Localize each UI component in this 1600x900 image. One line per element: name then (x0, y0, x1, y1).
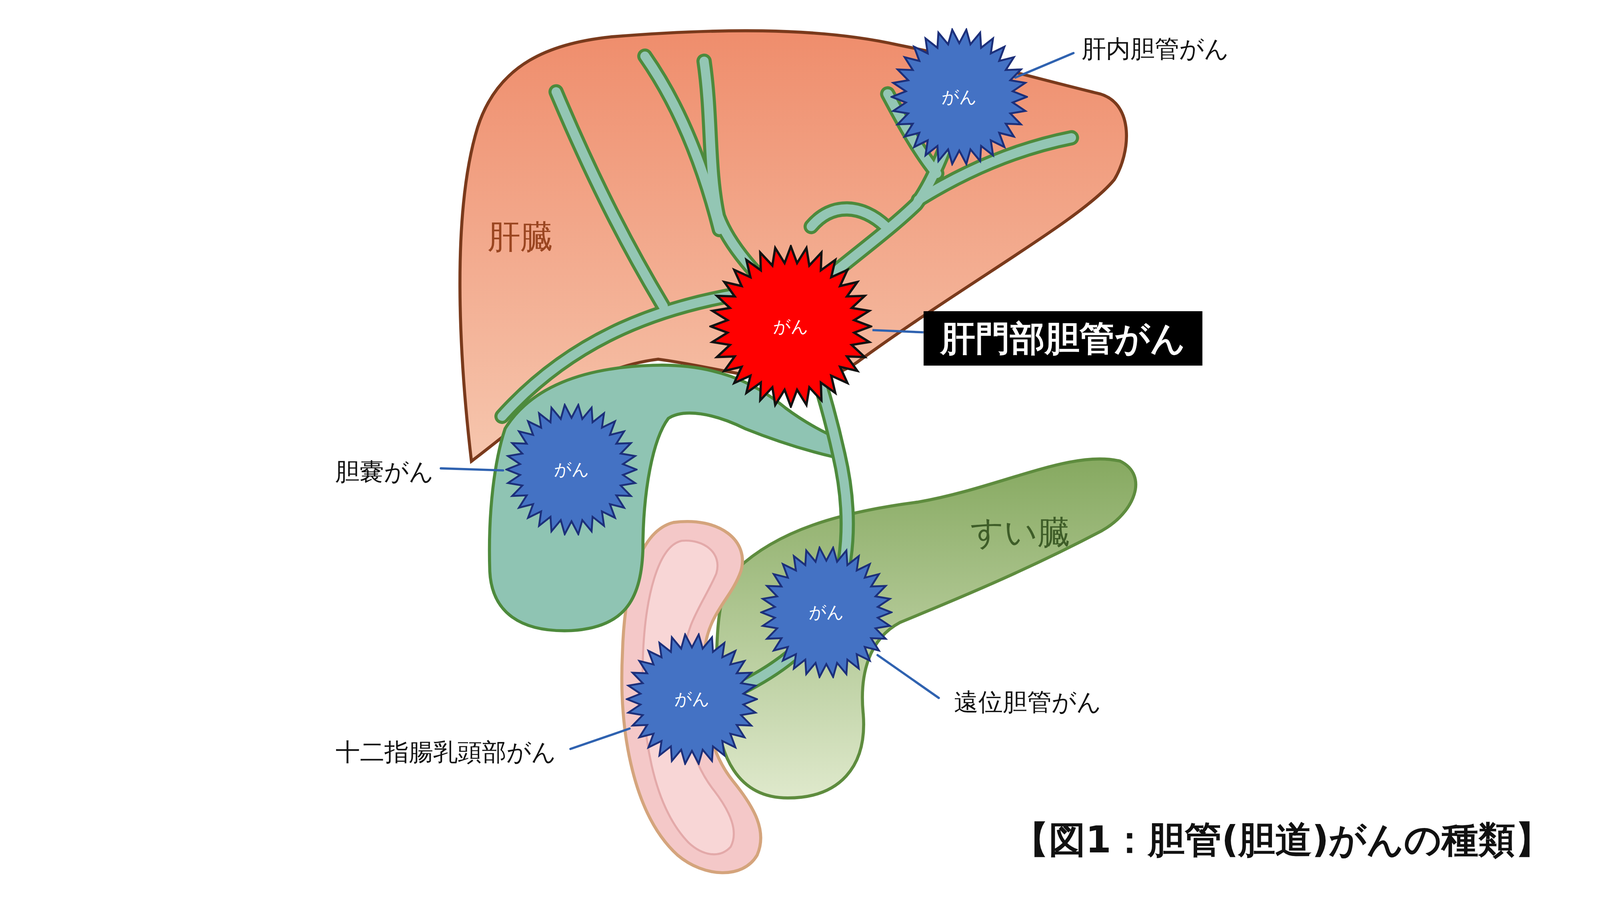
starburst-fill (761, 547, 892, 677)
leader-line (570, 728, 630, 749)
pancreas-region: すい臓がん (714, 444, 1138, 796)
cancer-mark: がん (808, 602, 844, 622)
starburst-fill (891, 30, 1027, 165)
label-slot: 肝内胆管がん (1081, 34, 1229, 63)
figure-caption: 【図1：胆管(胆道)がんの種類】 (1012, 818, 1552, 862)
liver-region: 肝臓がんがん (464, 20, 1123, 465)
caption-slot: 【図1：胆管(胆道)がんの種類】 (1012, 818, 1552, 862)
label-slot: 十二指腸乳頭部がん (335, 738, 556, 766)
leader-connector (872, 330, 924, 333)
cancer-mark: がん (554, 459, 590, 480)
organ-name: 肝臓 (487, 218, 554, 256)
leader-line (1015, 53, 1074, 78)
organ-name: すい臓 (970, 513, 1071, 552)
label-slot: 遠位胆管がん (954, 688, 1102, 716)
cancer-starburst: がん (505, 403, 638, 536)
starburst-fill (506, 404, 637, 534)
cancer-starburst: がん (890, 28, 1028, 166)
cancer-mark: がん (773, 316, 809, 337)
cancer-type-label: 肝内胆管がん (1081, 34, 1229, 63)
label-slot: 胆嚢がん (335, 457, 434, 486)
cancer-starburst: がん (625, 632, 759, 766)
label-box: 肝門部胆管がん (923, 311, 1203, 366)
cancer-type-label: 胆嚢がん (335, 457, 434, 486)
cancer-starburst: がん (709, 244, 873, 408)
starburst-fill (710, 246, 871, 407)
leader-line (440, 468, 504, 471)
cancer-starburst: がん (760, 546, 893, 679)
leader-line (877, 655, 939, 698)
cancer-mark: がん (941, 87, 977, 107)
bile-duct (502, 56, 1072, 702)
cancer-mark: がん (674, 689, 710, 709)
cancer-type-label: 十二指腸乳頭部がん (335, 738, 556, 766)
bile-duct-outline (502, 56, 1072, 702)
cancer-type-label: 遠位胆管がん (954, 688, 1102, 716)
duodenum-outline (622, 521, 761, 873)
cancer-type-label: 肝門部胆管がん (940, 318, 1186, 359)
pancreas-outline (716, 458, 1136, 798)
starburst-fill (626, 634, 757, 764)
